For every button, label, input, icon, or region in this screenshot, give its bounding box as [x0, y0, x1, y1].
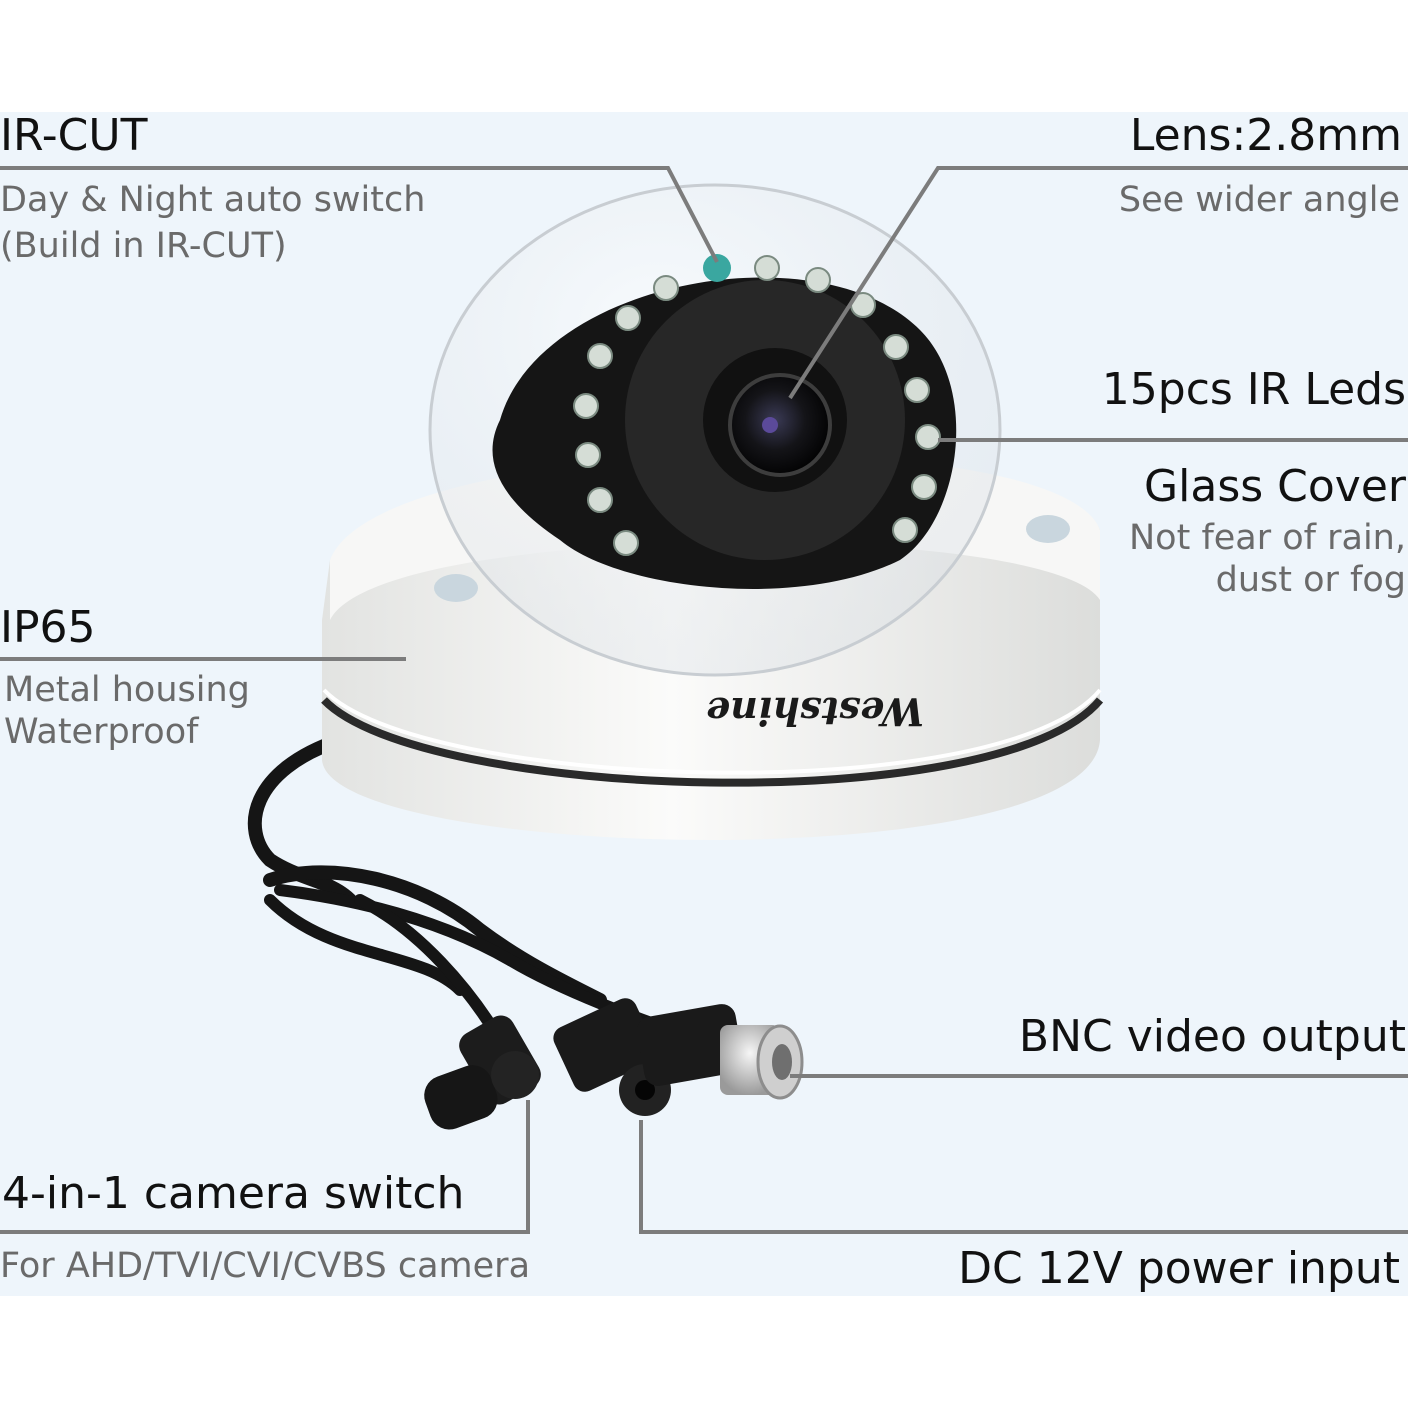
lens-title: Lens:2.8mm: [1129, 110, 1402, 161]
glass-cover-desc-2: dust or fog: [1215, 560, 1406, 600]
ir-cut-sensor: [703, 254, 731, 282]
ip65-title: IP65: [0, 602, 96, 653]
dc-title: DC 12V power input: [958, 1243, 1400, 1294]
bnc-title: BNC video output: [1018, 1011, 1406, 1062]
bnc-connector: [636, 1004, 804, 1100]
switch-title: 4-in-1 camera switch: [2, 1168, 465, 1219]
leader-lines: [0, 166, 1408, 1234]
switch-connector: [424, 1015, 541, 1130]
ip65-desc-1: Metal housing: [4, 670, 250, 710]
ir-cut-desc-1: Day & Night auto switch: [0, 180, 426, 220]
switch-desc: For AHD/TVI/CVI/CVBS camera: [0, 1246, 531, 1286]
ir-led-ring: [573, 255, 941, 556]
ir-cut-title: IR-CUT: [0, 110, 148, 161]
ip65-desc-2: Waterproof: [4, 712, 199, 752]
glass-cover-desc-1: Not fear of rain,: [1129, 518, 1406, 558]
brand-logo: Westshine: [706, 689, 924, 734]
ir-cut-desc-2: (Build in IR-CUT): [0, 226, 287, 266]
glass-cover-title: Glass Cover: [1144, 461, 1406, 512]
lens-desc: See wider angle: [1118, 180, 1400, 220]
ir-leds-title: 15pcs IR Leds: [1101, 364, 1406, 415]
